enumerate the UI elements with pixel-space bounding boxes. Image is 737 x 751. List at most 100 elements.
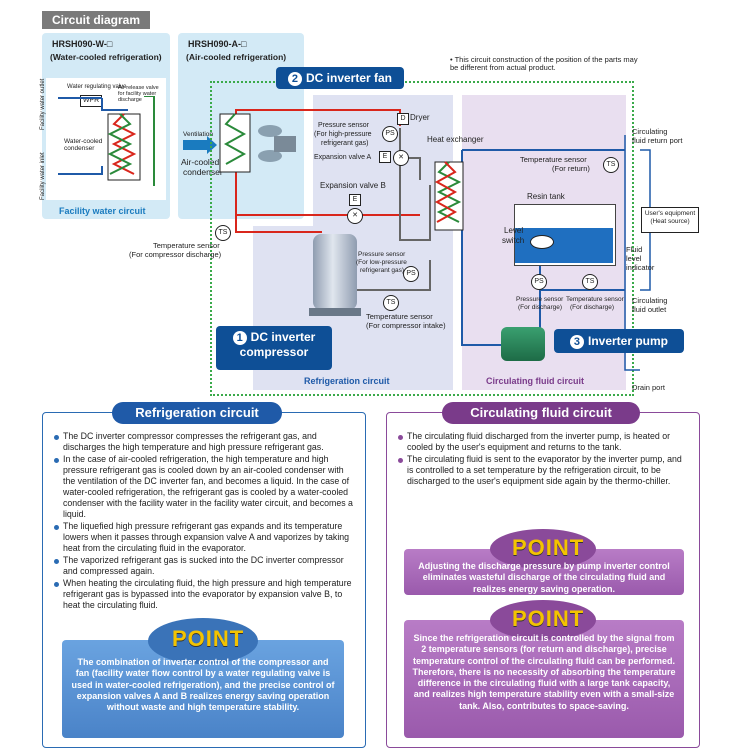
ps-high-label-1: Pressure sensor	[318, 122, 369, 129]
ps-high-tag: PS	[385, 130, 395, 137]
ts-discharge-label-2: (For compressor discharge)	[129, 250, 222, 259]
air-release-label: Air release valve for facility water dis…	[118, 85, 159, 104]
ts-dis-tag: TS	[585, 278, 595, 285]
exp-a-e-box: E	[379, 151, 391, 163]
user-equipment-box: User's equipment (Heat source)	[641, 207, 699, 233]
level-switch-label-2: switch	[502, 236, 525, 245]
ps-dis-label-1: Pressure sensor	[516, 296, 564, 303]
construction-note: • This circuit construction of the posit…	[450, 55, 638, 73]
expansion-valve-a: ✕	[393, 150, 409, 166]
dryer-box: D	[397, 113, 409, 125]
ps-low-label-2: (For low-pressure	[356, 259, 407, 266]
heat-exchanger-label: Heat exchanger	[427, 135, 484, 144]
ts-discharge-label-1: Temperature sensor	[153, 241, 220, 250]
refrig-point-text: The combination of inverter control of t…	[71, 657, 335, 712]
refrig-bullet: In the case of air-cooled refrigeration,…	[54, 454, 356, 520]
ts-dis-label-2: (For discharge)	[570, 304, 615, 311]
temp-sensor-discharge: TS	[215, 225, 231, 241]
compressor-label-1: DC inverter	[250, 330, 316, 344]
circ-bullet: The circulating fluid discharged from th…	[398, 431, 690, 453]
heat-exchanger-icon	[434, 161, 464, 231]
wpr-label: WPR	[82, 97, 100, 104]
refrig-point-circle	[148, 618, 258, 664]
ts-discharge-tag: TS	[218, 229, 228, 236]
expansion-valve-b: ✕	[347, 208, 363, 224]
ps-dis-label-2: (For discharge)	[518, 304, 563, 311]
level-switch-label-1: Level	[504, 226, 524, 235]
air-cooled-subtitle: (Air-cooled refrigeration)	[186, 52, 287, 62]
ventilation-arrow-head	[207, 136, 217, 154]
exp-b-e-box: E	[349, 194, 361, 206]
return-port-label-2: fluid return port	[632, 136, 683, 145]
water-condenser-icon	[107, 113, 141, 181]
refrigeration-circuit-label: Refrigeration circuit	[304, 376, 390, 386]
ps-low-tag: PS	[406, 270, 416, 277]
air-cooled-condenser-label-1: Air-cooled	[181, 157, 220, 167]
outlet-label-1: Circulating	[632, 296, 668, 305]
fan-label: DC inverter fan	[305, 71, 393, 85]
expansion-valve-a-label: Expansion valve A	[314, 154, 372, 161]
level-switch-icon	[530, 235, 554, 249]
dryer-label: Dryer	[410, 113, 430, 122]
pressure-sensor-low: PS	[403, 266, 419, 282]
ps-dis-tag: PS	[534, 278, 544, 285]
ts-dis-label-1: Temperature sensor	[566, 296, 624, 303]
ts-intake-tag: TS	[386, 299, 396, 306]
user-eq-label-1: User's equipment	[644, 210, 696, 217]
ps-high-label-3: refrigerant gas)	[321, 140, 369, 147]
expansion-valve-b-label: Expansion valve B	[320, 181, 386, 190]
pressure-sensor-discharge: PS	[531, 274, 547, 290]
compressor-icon	[313, 234, 357, 310]
water-regulating-valve-label: Water regulating valve	[67, 84, 127, 90]
ventilation-arrow	[183, 140, 207, 150]
water-cooled-subtitle: (Water-cooled refrigeration)	[50, 52, 162, 62]
ts-intake-label-2: (For compressor intake)	[366, 321, 446, 330]
circulating-title: Circulating fluid circuit	[442, 402, 640, 424]
refrig-point-word: POINT	[172, 626, 245, 651]
fluid-indicator-label-2: level	[626, 254, 642, 263]
circ-point2-word: POINT	[512, 606, 585, 631]
ts-return-label-2: (For return)	[552, 164, 590, 173]
ps-low-label-1: Pressure sensor	[358, 251, 406, 258]
ts-intake-label-1: Temperature sensor	[366, 312, 433, 321]
refrig-bullet: The vaporized refrigerant gas is sucked …	[54, 555, 356, 577]
ps-low-label-3: refrigerant gas)	[360, 267, 405, 274]
drain-port-label: Drain port	[632, 383, 665, 392]
dryer-d: D	[400, 115, 406, 122]
ts-return-label-1: Temperature sensor	[520, 155, 587, 164]
section-title: Circuit diagram	[42, 11, 151, 29]
air-condenser-icon	[219, 113, 296, 173]
pump-label: Inverter pump	[587, 334, 668, 348]
pressure-sensor-high: PS	[382, 126, 398, 142]
pump-icon	[501, 327, 545, 361]
water-cooled-model: HRSH090-W-□	[52, 39, 113, 49]
exp-a-e: E	[382, 153, 388, 160]
water-pipes-icon	[58, 96, 155, 186]
circulating-bullets: The circulating fluid discharged from th…	[398, 431, 690, 488]
temp-sensor-intake: TS	[383, 295, 399, 311]
unit-boundary	[210, 81, 634, 396]
compressor-base	[309, 308, 361, 316]
refrigeration-title: Refrigeration circuit	[112, 402, 282, 424]
circ-point1-circle	[490, 529, 596, 569]
tank-fluid	[515, 228, 613, 263]
exp-b-e: E	[352, 196, 358, 203]
circ-point2-text: Since the refrigeration circuit is contr…	[412, 633, 676, 711]
return-port-label-1: Circulating	[632, 127, 668, 136]
circ-point2-circle	[490, 600, 596, 640]
outlet-label-2: fluid outlet	[632, 305, 667, 314]
resin-tank-label: Resin tank	[527, 192, 565, 201]
circulating-circuit-label: Circulating fluid circuit	[486, 376, 585, 386]
ts-return-tag: TS	[606, 161, 616, 168]
refrig-bullet: The DC inverter compressor compresses th…	[54, 431, 356, 453]
fan-number: 2	[287, 72, 302, 86]
pump-number: 3	[569, 335, 584, 349]
user-eq-label-2: (Heat source)	[650, 218, 690, 226]
fluid-indicator-label-1: Fluid	[626, 245, 643, 254]
refrig-bullet: When heating the circulating fluid, the …	[54, 578, 356, 611]
compressor-number: 1	[232, 331, 247, 345]
